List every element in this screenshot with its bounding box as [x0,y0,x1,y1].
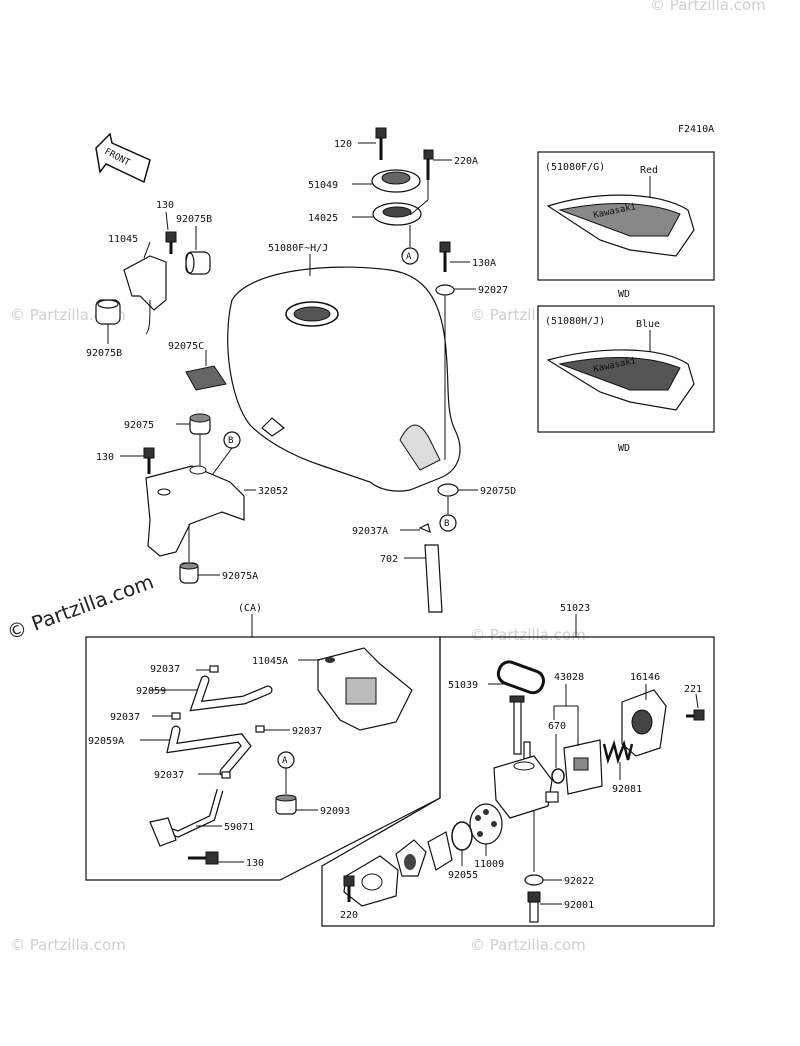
label-130-mid: 130 [96,452,114,463]
label-11045a: 11045A [252,656,288,667]
front-arrow: FRONT [95,132,151,184]
blue-variant-panel: (51080H/J) Blue Kawasaki WD [537,305,715,454]
red-variant-code: WD [618,289,630,300]
watermark-strong: © Partzilla.com [4,569,157,644]
washer-92022 [524,874,544,886]
label-11009: 11009 [474,859,504,870]
label-221: 221 [684,684,702,695]
gasket-51039 [496,660,545,695]
callout-a-2: A [282,756,288,766]
label-51049: 51049 [308,180,338,191]
red-variant-panel: (51080F/G) Red Kawasaki WD [537,151,715,300]
label-11045: 11045 [108,234,138,245]
label-220a: 220A [454,156,478,167]
o-ring-670 [551,768,565,784]
label-130-top: 130 [156,200,174,211]
callout-b-1: B [444,519,449,529]
label-92075d: 92075D [480,486,516,497]
clamp-92037a [418,523,431,533]
ca-panel-parts: 11045A A [140,647,413,865]
petcock-body [493,755,553,819]
watermark-4: © Partzilla.com [470,626,586,644]
label-92027: 92027 [478,285,508,296]
bracket-32052 [145,465,245,557]
pad-92075c [185,365,227,391]
petcock-parts: 51039 43028 670 16146 92081 221 [340,660,705,923]
red-variant-title: (51080F/G) [545,162,605,173]
label-92075b-top: 92075B [176,214,212,225]
ca-label: (CA) [238,603,262,614]
bolt-92001 [527,891,541,903]
blue-variant-title: (51080H/J) [545,316,605,327]
label-92075: 92075 [124,420,154,431]
label-16146: 16146 [630,672,660,683]
callout-b-2: B [228,436,233,446]
label-92037-1: 92037 [150,664,180,675]
bracket-11045 [123,255,167,311]
label-220: 220 [340,910,358,921]
spring-92081 [602,739,634,765]
watermark-5: © Partzilla.com [10,936,126,954]
petcock-panel-border [321,636,715,927]
label-670: 670 [548,721,566,732]
blue-variant-code: WD [618,443,630,454]
blue-variant-color: Blue [636,319,660,330]
petcock-group-number: 51023 [560,603,590,614]
ca-panel-border [85,636,441,881]
label-92037-2: 92037 [110,712,140,723]
label-92075a: 92075A [222,571,258,582]
bolt-120-head [375,127,387,139]
fuel-cap-assembly: A [352,127,470,272]
label-92022: 92022 [564,876,594,887]
callout-a-1: A [406,252,412,262]
label-702: 702 [380,554,398,565]
label-92059: 92059 [136,686,166,697]
label-59071: 59071 [224,822,254,833]
label-92093: 92093 [320,806,350,817]
label-92059a: 92059A [88,736,124,747]
label-92081: 92081 [612,784,642,795]
tank-body [227,266,461,492]
label-120: 120 [334,139,352,150]
watermark-3: © Partzilla.com [650,0,766,14]
fuel-tank [227,254,461,492]
label-92075b-bottom: 92075B [86,348,122,359]
label-92001: 92001 [564,900,594,911]
watermark-6: © Partzilla.com [470,936,586,954]
red-variant-color: Red [640,165,658,176]
damper-92075d [437,483,459,497]
o-ring-92055 [451,821,473,851]
label-92037a: 92037A [352,526,388,537]
label-92055: 92055 [448,870,478,881]
label-92075c: 92075C [168,341,204,352]
label-92037-4: 92037 [154,770,184,781]
grommet-92027 [435,284,455,296]
label-51039: 51039 [448,680,478,691]
label-130-low: 130 [246,858,264,869]
label-51080fhj: 51080F~H/J [268,243,328,254]
label-130a: 130A [472,258,496,269]
figure-code: F2410A [678,124,714,135]
label-32052: 32052 [258,486,288,497]
hose-702 [424,544,443,613]
label-92037-3: 92037 [292,726,322,737]
label-14025: 14025 [308,213,338,224]
label-43028: 43028 [554,672,584,683]
